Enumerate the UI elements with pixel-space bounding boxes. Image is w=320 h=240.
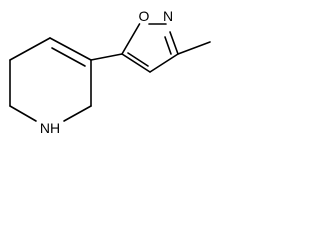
- structure-canvas: O N NH: [0, 0, 214, 156]
- bond-methyl: [177, 41, 211, 55]
- oxygen-atom-label: O: [139, 8, 150, 24]
- ring-nitrogen-label: NH: [40, 120, 60, 136]
- bond-c3-c4-ring: [49, 37, 92, 61]
- bond-c4-c5: [121, 53, 151, 73]
- bond-o-c5: [121, 23, 141, 55]
- bond-c4-c5-ring: [9, 37, 51, 61]
- bond-ring-link: [90, 53, 123, 61]
- bond-n-c3: [169, 31, 179, 55]
- isoxazole-nitrogen-label: N: [163, 8, 173, 24]
- chemical-structure-diagram: O N NH: [9, 8, 211, 136]
- bond-c3-c4: [149, 53, 179, 73]
- bond-c4-c5-inner: [127, 52, 149, 67]
- bond-c3-c4-ring-inner: [51, 47, 86, 67]
- bond-n-c2-ring: [63, 105, 92, 122]
- bond-n-c3-inner: [164, 36, 172, 55]
- bond-c6-n-ring: [9, 105, 37, 122]
